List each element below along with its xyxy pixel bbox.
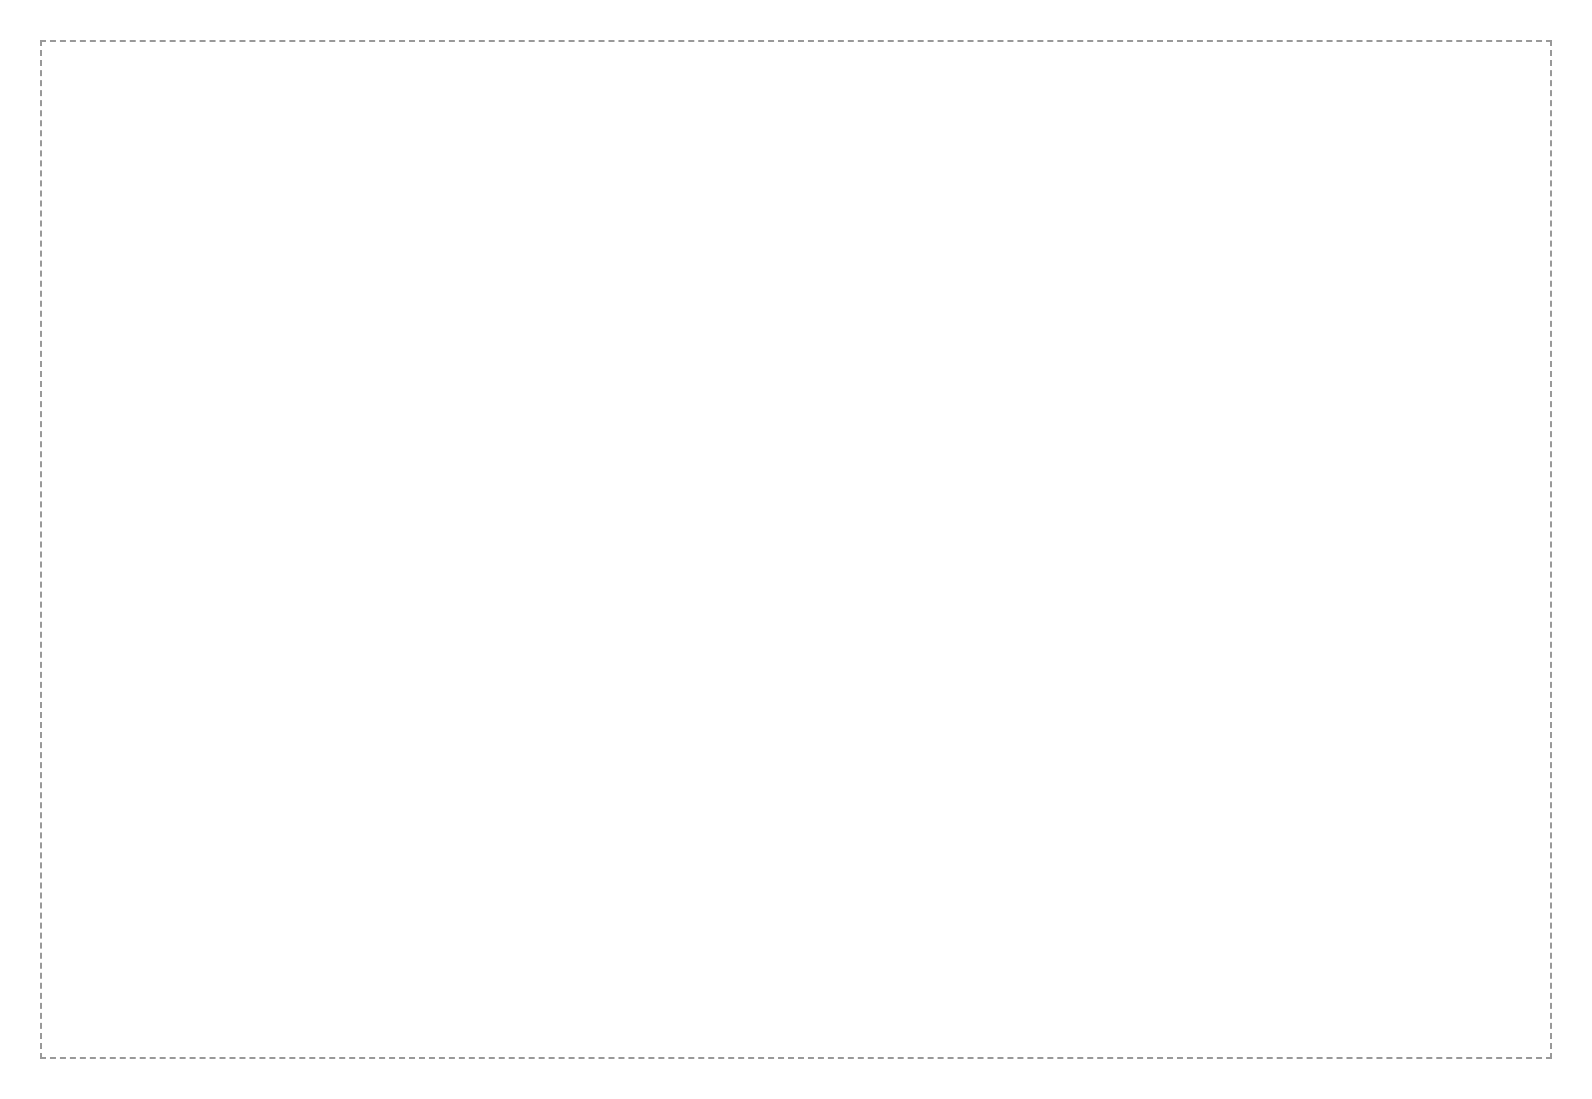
content-placeholder	[40, 40, 1552, 1059]
